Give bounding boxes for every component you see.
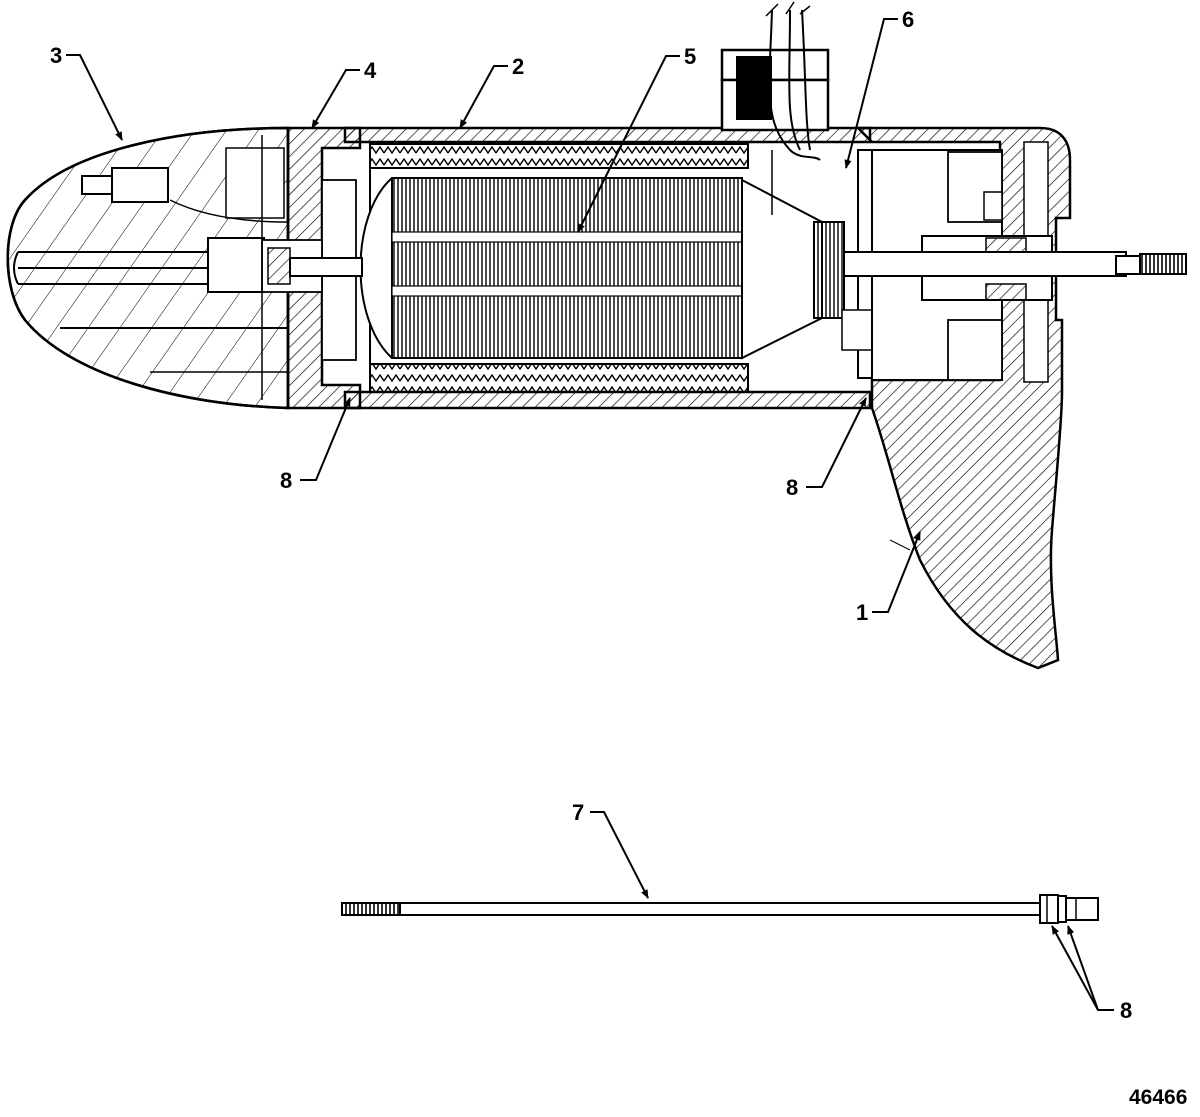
callout-8-right: 8 — [786, 475, 798, 500]
callout-5: 5 — [684, 44, 696, 69]
callout-1: 1 — [856, 600, 868, 625]
armature — [359, 177, 845, 360]
cable-entry — [720, 1, 830, 161]
motor-housing — [343, 126, 872, 410]
callout-4: 4 — [364, 58, 377, 83]
leader-8c-2 — [1067, 925, 1099, 1011]
callout-7: 7 — [572, 800, 584, 825]
figure-number: 46466 — [1129, 1086, 1187, 1109]
callout-2: 2 — [512, 54, 524, 79]
callout-3: 3 — [50, 43, 62, 68]
leader-8b — [806, 397, 867, 488]
callout-8-left: 8 — [280, 468, 292, 493]
leader-4 — [311, 69, 360, 129]
leader-7 — [590, 811, 649, 899]
nose-cap — [6, 126, 290, 410]
through-bolt — [341, 894, 1099, 924]
callout-leaders — [66, 18, 1114, 1011]
callout-6: 6 — [902, 7, 914, 32]
leader-5 — [577, 55, 680, 233]
leader-8a — [300, 397, 351, 481]
leader-1 — [872, 531, 921, 613]
callout-8-bolt: 8 — [1120, 998, 1132, 1023]
lower-unit-housing — [854, 126, 1072, 670]
leader-3 — [66, 54, 123, 141]
armature-shaft — [289, 251, 1187, 277]
leader-2 — [459, 65, 508, 129]
leader-6 — [844, 18, 898, 169]
